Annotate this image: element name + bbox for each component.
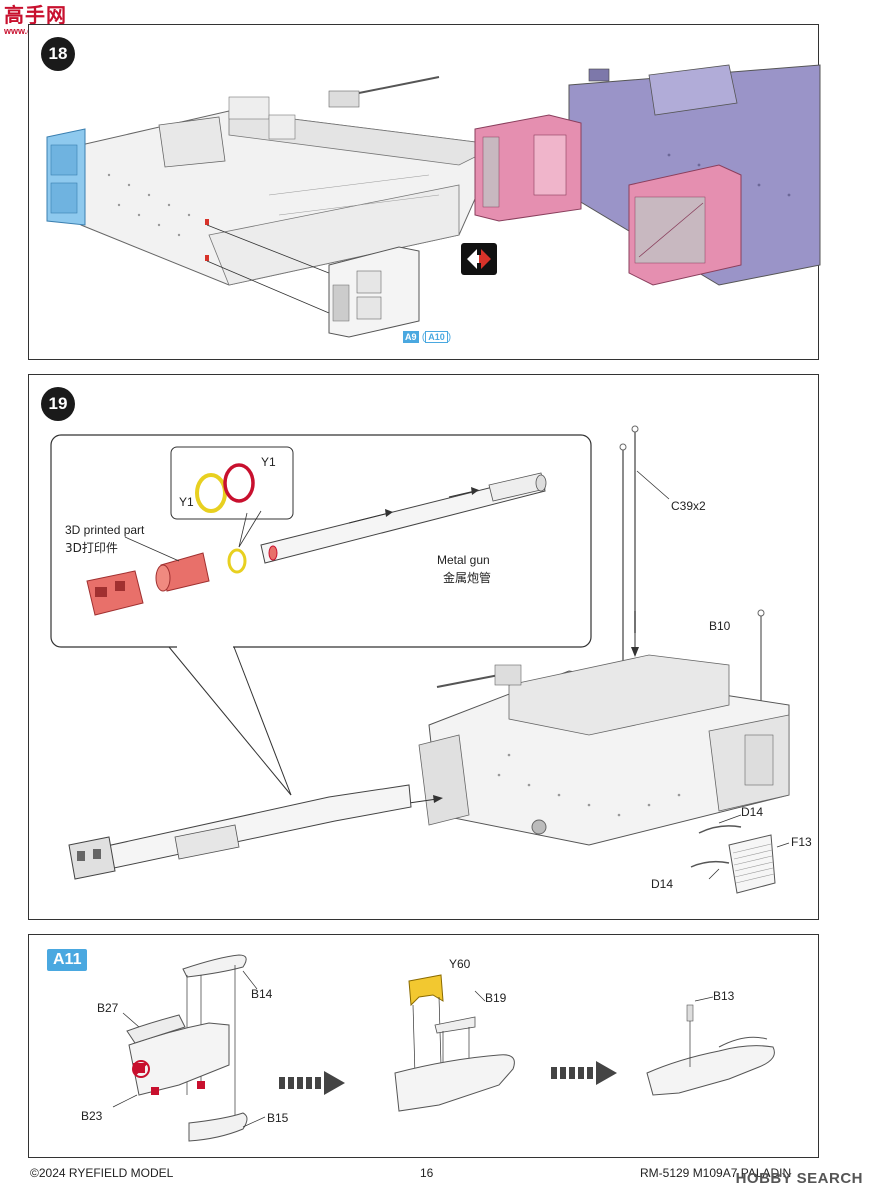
part-b23-label: B23 bbox=[81, 1109, 103, 1123]
a11-assembly-drawing bbox=[112, 954, 775, 1142]
footer-product-code: RM-5129 M109A7 PALADIN bbox=[640, 1166, 792, 1180]
subassembly-a11-badge: A11 bbox=[47, 949, 88, 971]
metal-gun-label-cn: 金属炮管 bbox=[443, 571, 492, 585]
part-d14-lower-label: D14 bbox=[651, 877, 674, 891]
part-d14-upper-label: D14 bbox=[741, 805, 764, 819]
metal-gun-label-en: Metal gun bbox=[437, 553, 490, 567]
hobby-search-watermark: HOBBY SEARCH bbox=[735, 1170, 863, 1187]
part-b15-label: B15 bbox=[267, 1111, 289, 1125]
hull-rear-drawing bbox=[46, 64, 821, 338]
part-b19-label: B19 bbox=[485, 991, 507, 1005]
subassembly-a11-panel: A11 bbox=[28, 934, 819, 1158]
footer-copyright: ©2024 RYEFIELD MODEL bbox=[30, 1166, 174, 1180]
step-19-badge: 19 bbox=[41, 387, 75, 421]
printed-part-label-en: 3D printed part bbox=[65, 523, 145, 537]
watermark-chars: 高手网 bbox=[4, 3, 67, 27]
part-b27-label: B27 bbox=[97, 1001, 119, 1015]
part-tag-a9: A9 bbox=[403, 331, 419, 343]
step-19-panel: 19 bbox=[28, 374, 819, 920]
part-b14-label: B14 bbox=[251, 987, 273, 1001]
step-18-panel: 18 bbox=[28, 24, 821, 360]
part-tag-a10: A10 bbox=[425, 331, 448, 343]
ring-y1-red-label: Y1 bbox=[261, 455, 276, 469]
step-18-badge: 18 bbox=[41, 37, 75, 71]
part-c39-label: C39x2 bbox=[671, 499, 706, 513]
footer-page-number: 16 bbox=[420, 1166, 434, 1180]
part-f13-label: F13 bbox=[791, 835, 812, 849]
ring-y1-yellow-label: Y1 bbox=[179, 495, 194, 509]
gun-assembly-drawing bbox=[50, 425, 790, 894]
part-y60-label: Y60 bbox=[449, 957, 471, 971]
part-b13-label: B13 bbox=[713, 989, 735, 1003]
printed-part-label-cn: 3D打印件 bbox=[65, 541, 118, 555]
part-label-a9-a10: A9 (A10) bbox=[403, 331, 452, 343]
part-b10-label: B10 bbox=[709, 619, 731, 633]
